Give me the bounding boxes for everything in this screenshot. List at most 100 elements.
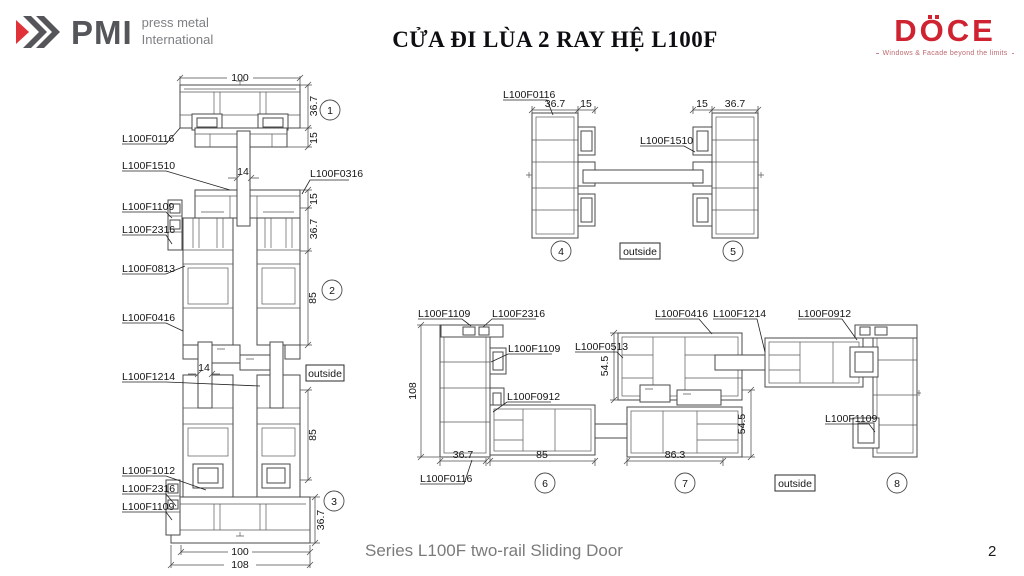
profile-label: L100F1012 (122, 465, 207, 491)
svg-text:L100F1012: L100F1012 (122, 465, 175, 477)
doce-logo: DOCE Windows & Facade beyond the limits (876, 15, 1015, 57)
dimension-label: 85 (307, 292, 319, 304)
pmi-tagline-top: press metal (141, 15, 209, 31)
profile-label: L100F1109 (122, 201, 175, 219)
profile-label: L100F0416 (655, 308, 713, 335)
dimension-label: 36.7 (725, 98, 746, 110)
horizontal-section-drawing: 108 (407, 308, 921, 494)
svg-text:L100F1214: L100F1214 (713, 308, 766, 320)
svg-text:L100F1109: L100F1109 (418, 308, 471, 320)
svg-text:L100F1109: L100F1109 (122, 501, 175, 513)
dimension-label: 15 (308, 132, 320, 144)
svg-text:L100F0116: L100F0116 (122, 133, 175, 145)
svg-text:L100F1214: L100F1214 (122, 371, 175, 383)
sill-profile (170, 496, 311, 544)
svg-text:7: 7 (682, 478, 688, 490)
svg-text:L100F1109: L100F1109 (825, 413, 878, 425)
dims-top: 36.7 15 15 36.7 (528, 98, 762, 114)
svg-text:outside: outside (778, 478, 812, 490)
dimension-label: 15 (696, 98, 708, 110)
svg-text:L100F1510: L100F1510 (122, 160, 175, 172)
detail-marker-7: 7 (674, 472, 696, 494)
sash-profile-6 (489, 404, 596, 456)
profile-label: L100F2316 (122, 224, 175, 245)
svg-text:L100F0116: L100F0116 (420, 473, 473, 485)
profile-label: L100F1109 (418, 308, 472, 327)
dimension-label: 100 (231, 546, 249, 558)
glazing-bar-left (197, 341, 213, 409)
profile-label: L100F0316 (301, 168, 363, 195)
dims-bottom: 100 108 (167, 545, 314, 571)
dimension-label: 14 (237, 166, 249, 178)
dimension-label: 108 (407, 382, 419, 400)
profile-label: L100F0912 (492, 391, 560, 413)
dim-glass-54-right: 54.5 (736, 386, 755, 461)
head-frame-profile (179, 80, 301, 131)
outside-box: outside (774, 474, 816, 492)
doce-tagline-row: Windows & Facade beyond the limits (876, 50, 1015, 57)
tagline-rule (876, 53, 879, 54)
series-caption: Series L100F two-rail Sliding Door (365, 541, 623, 560)
outside-box: outside (619, 242, 661, 260)
interlock-assembly (182, 344, 301, 371)
dim-chain-right: 36.7 15 15 36.7 85 85 36.7 (287, 81, 327, 547)
glazing-bar-upper (714, 354, 766, 371)
detail-marker-2: 2 (321, 279, 343, 301)
detail-marker-4: 4 (550, 240, 572, 262)
svg-text:L100F1109: L100F1109 (508, 343, 561, 355)
svg-text:L100F0416: L100F0416 (122, 312, 175, 324)
svg-text:1: 1 (327, 105, 333, 117)
svg-text:L100F0912: L100F0912 (798, 308, 851, 320)
detail-marker-3: 3 (323, 490, 345, 512)
profile-label: L100F2316 (482, 308, 545, 328)
dim-glass-top: 14 (228, 166, 259, 182)
svg-text:L100F0116: L100F0116 (503, 89, 556, 101)
profile-label: L100F2316 (122, 483, 177, 507)
svg-text:L100F0416: L100F0416 (655, 308, 708, 320)
svg-text:8: 8 (894, 478, 900, 490)
pmi-logo: PMI press metal International (16, 13, 213, 51)
profile-label: L100F1109 (122, 501, 175, 521)
svg-text:L100F0513: L100F0513 (575, 341, 628, 353)
doce-tagline: Windows & Facade beyond the limits (882, 50, 1008, 57)
jamb-section-drawing: 36.7 15 15 36.7 (503, 89, 764, 262)
svg-text:L100F1109: L100F1109 (122, 201, 175, 213)
dimension-label: 15 (580, 98, 592, 110)
profile-label: L100F0116 (503, 89, 556, 116)
profile-label: L100F0912 (798, 308, 858, 341)
dimension-label: 85 (307, 429, 319, 441)
profile-label: L100F1109 (490, 343, 561, 363)
glazing-bar-right (269, 341, 284, 409)
detail-marker-1: 1 (319, 99, 341, 121)
svg-text:L100F2316: L100F2316 (492, 308, 545, 320)
profile-label: L100F1510 (640, 135, 696, 153)
pmi-chevrons-icon (16, 16, 60, 48)
dimension-label: 86.3 (665, 449, 686, 461)
profile-label: L100F0116 (420, 459, 473, 485)
dim-glass-54-left: 54.5 (599, 329, 618, 404)
profile-label: L100F1510 (122, 160, 231, 191)
svg-text:5: 5 (730, 246, 736, 258)
pmi-tagline: press metal International (142, 15, 214, 49)
svg-text:L100F1510: L100F1510 (640, 135, 693, 147)
svg-text:L100F0316: L100F0316 (310, 168, 363, 180)
outside-box: outside (305, 364, 345, 382)
profile-label: L100F1214 (713, 308, 766, 353)
dimension-label: 36.7 (308, 219, 320, 240)
page-title: CỬA ĐI LÙA 2 RAY HỆ L100F (392, 27, 718, 52)
dimension-label: 85 (536, 449, 548, 461)
dim-top-100: 100 (176, 72, 304, 85)
glazing-bar (582, 169, 704, 184)
profile-label: L100F0116 (122, 127, 181, 145)
glazing-bar-top (236, 130, 251, 227)
svg-text:2: 2 (329, 285, 335, 297)
svg-text:L100F0813: L100F0813 (122, 263, 175, 275)
lower-panel-column-left (182, 374, 234, 498)
svg-text:L100F2316: L100F2316 (122, 224, 175, 236)
panel-column-left (182, 217, 234, 346)
profile-label: L100F1214 (122, 371, 261, 387)
interlock-assembly (639, 384, 722, 406)
dimension-label: 15 (308, 193, 320, 205)
dimension-label: 14 (198, 362, 210, 374)
